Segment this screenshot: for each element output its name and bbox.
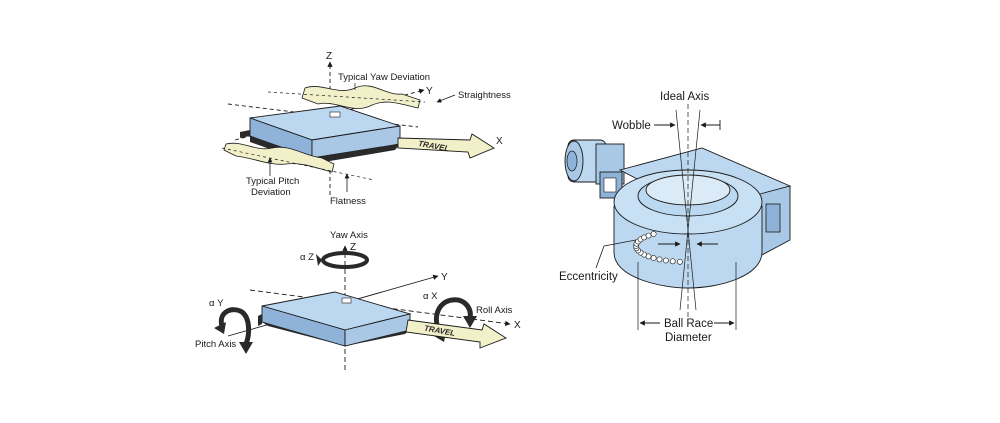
pitch-rotation-arrow (218, 307, 252, 345)
linear-stage-group: Z Y X Typical Yaw Deviation Straightness… (221, 51, 511, 207)
linear-x-axis (227, 103, 419, 128)
angular-base-left (258, 314, 262, 326)
ball-bearing (645, 232, 652, 239)
flatness-label: Flatness (330, 196, 366, 207)
linear-carriage-mark (329, 111, 341, 118)
ball-bearing (656, 256, 663, 263)
pitch-deviation-label-2: Deviation (251, 187, 291, 198)
ball-bearing (650, 231, 657, 237)
alpha-x-label: α X (423, 291, 438, 302)
ball-race (633, 231, 683, 265)
ball-bearing (669, 258, 676, 265)
angular-base (262, 322, 410, 346)
angular-stage-group: Yaw Axis Z α Z Y X α Y Pitch Axis α X Ro… (195, 230, 521, 370)
angular-y-label: Y (441, 272, 448, 283)
angular-x-label: X (514, 320, 521, 331)
pitch-guide-line (221, 147, 375, 181)
ball-race-label-2: Diameter (665, 332, 712, 344)
alpha-z-label: α Z (300, 252, 314, 263)
ball-race-label-1: Ball Race (664, 318, 713, 330)
eccentricity-leader (595, 245, 605, 269)
ball-bearing (650, 255, 657, 261)
alpha-y-label: α Y (209, 298, 224, 309)
wobble-label: Wobble (612, 120, 651, 132)
linear-y-label: Y (426, 86, 433, 97)
eccentricity-leader-2 (603, 239, 637, 247)
pitch-rotation-tail (214, 322, 226, 334)
angular-carriage-mark (341, 297, 352, 304)
roll-rotation-arrow (434, 297, 473, 334)
pitch-deviation-band (223, 142, 335, 173)
rotary-stage-group: Ideal Axis Wobble Eccentricity Ball Race… (559, 91, 792, 344)
eccentricity-label: Eccentricity (559, 271, 618, 283)
linear-z-label: Z (326, 51, 332, 62)
straightness-label: Straightness (458, 90, 511, 101)
pitch-axis-label: Pitch Axis (195, 339, 236, 350)
linear-travel-arrow (397, 133, 495, 159)
yaw-deviation-label: Typical Yaw Deviation (338, 72, 430, 83)
yaw-guide-line (267, 91, 426, 103)
angular-travel-arrow (405, 319, 507, 349)
rotary-motor (564, 139, 625, 199)
roll-rotation-head (463, 316, 477, 328)
linear-x-label: X (496, 136, 503, 147)
pitch-rotation-head (239, 342, 253, 354)
roll-axis-label: Roll Axis (476, 305, 513, 316)
straightness-arrow (436, 94, 456, 103)
pitch-deviation-label-1: Typical Pitch (246, 176, 299, 187)
yaw-rotation-arrow (316, 254, 322, 266)
angular-z-label: Z (350, 242, 356, 253)
rotary-side-port (765, 203, 781, 233)
yaw-axis-label: Yaw Axis (330, 230, 368, 241)
yaw-rotation-ring (321, 251, 369, 269)
linear-base-top (240, 130, 250, 138)
yaw-deviation-band (301, 85, 421, 109)
ball-bearing (663, 257, 669, 264)
wobble-axis-1 (675, 109, 697, 311)
wobble-axis-2 (679, 109, 701, 311)
ball-bearing (677, 258, 683, 265)
ideal-axis-label: Ideal Axis (660, 91, 709, 103)
